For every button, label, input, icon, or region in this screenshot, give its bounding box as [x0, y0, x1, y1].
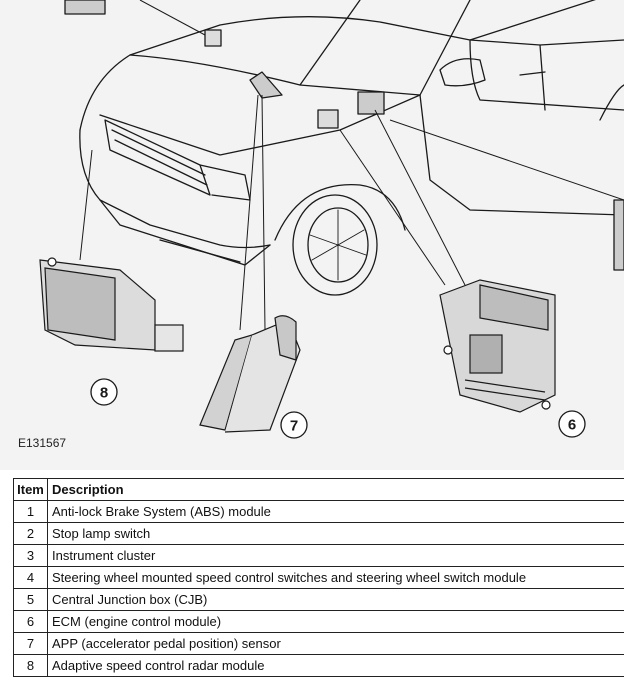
side-mirror	[439, 58, 486, 87]
item-description: ECM (engine control module)	[47, 610, 624, 633]
table-row: 1 Anti-lock Brake System (ABS) module	[13, 500, 624, 523]
table-row: 3 Instrument cluster	[13, 544, 624, 567]
item-number: 4	[13, 566, 48, 589]
item-number: 6	[13, 610, 48, 633]
leader-line-6a	[339, 129, 446, 286]
legend-table: Item Description 1 Anti-lock Brake Syste…	[13, 478, 624, 677]
item-description: Central Junction box (CJB)	[47, 588, 624, 611]
item-number: 3	[13, 544, 48, 567]
table-row: 2 Stop lamp switch	[13, 522, 624, 545]
table-row: 5 Central Junction box (CJB)	[13, 588, 624, 611]
component-cjb	[317, 109, 339, 129]
item-description: APP (accelerator pedal position) sensor	[47, 632, 624, 655]
callout-6: 6	[568, 417, 576, 434]
table-row: 4 Steering wheel mounted speed control s…	[13, 566, 624, 589]
radar-module-illustration	[39, 257, 184, 352]
vehicle-grille	[104, 119, 211, 196]
column-header-item: Item	[13, 478, 48, 501]
item-description: Instrument cluster	[47, 544, 624, 567]
figure-id: E131567	[18, 436, 67, 450]
table-row: 8 Adaptive speed control radar module	[13, 654, 624, 677]
item-description: Adaptive speed control radar module	[47, 654, 624, 677]
component-ecm-on-vehicle	[357, 91, 385, 115]
vehicle-component-diagram: 8 7 6 E131567	[0, 0, 624, 470]
legend-header-row: Item Description	[13, 478, 624, 501]
callout-6-circle	[558, 410, 586, 438]
callout-7-circle	[280, 411, 308, 439]
ecm-illustration	[439, 279, 556, 413]
item-number: 7	[13, 632, 48, 655]
accelerator-pedal-illustration	[199, 315, 301, 433]
vehicle-illustration: 8 7 6	[39, 0, 624, 439]
item-description: Anti-lock Brake System (ABS) module	[47, 500, 624, 523]
table-row: 6 ECM (engine control module)	[13, 610, 624, 633]
column-header-description: Description	[47, 478, 624, 501]
leader-line-6b	[374, 109, 466, 286]
vehicle-body	[79, 0, 596, 131]
callout-8-circle	[90, 378, 118, 406]
item-description: Stop lamp switch	[47, 522, 624, 545]
item-number: 8	[13, 654, 48, 677]
table-row: 7 APP (accelerator pedal position) senso…	[13, 632, 624, 655]
component-pedal-on-vehicle	[249, 71, 283, 99]
leader-line-8	[79, 149, 93, 261]
item-description: Steering wheel mounted speed control swi…	[47, 566, 624, 589]
item-number: 5	[13, 588, 48, 611]
callout-7: 7	[290, 418, 298, 435]
item-number: 1	[13, 500, 48, 523]
front-wheel	[292, 194, 378, 296]
leader-line-7a	[239, 94, 259, 331]
callout-8: 8	[100, 385, 108, 402]
leader-line-7b	[261, 94, 266, 331]
component-abs-module	[204, 29, 222, 47]
item-number: 2	[13, 522, 48, 545]
